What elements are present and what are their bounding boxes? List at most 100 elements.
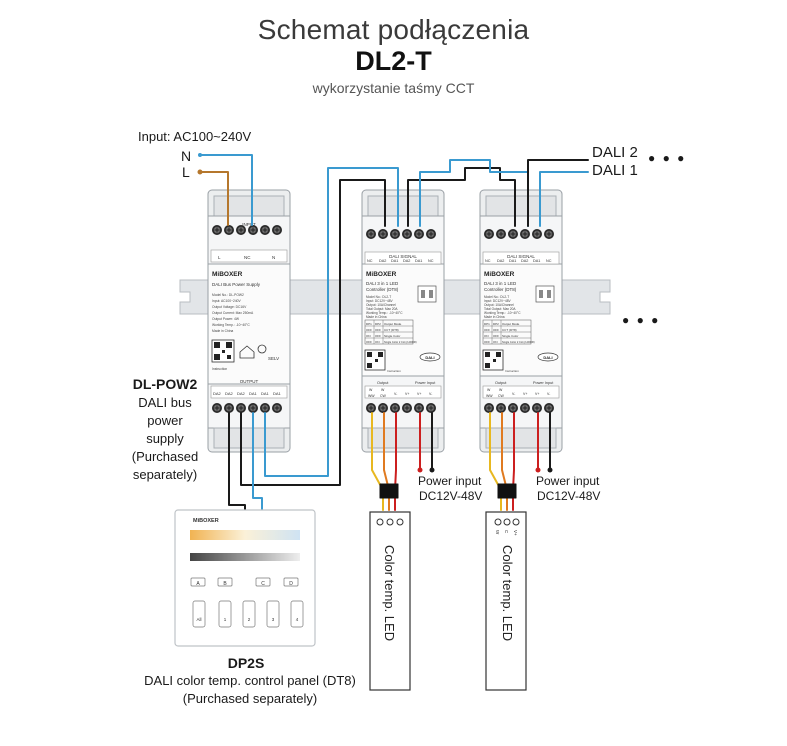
ctrl2-brand: MiBOXER [484,271,515,278]
psu-brand: MiBOXER [212,271,243,278]
dali1-label: DALI 1 [592,162,638,179]
mains-n-label: N [181,148,192,164]
psu-spec: Made in China [212,329,233,333]
panel-zone: B [223,581,227,587]
ctrl2-spec: Output: 10A/Channel [484,303,514,307]
ctrl1-power-term: V+ [405,392,409,396]
ctrl2-dip-cell: ON [493,340,498,344]
psu-desc-line: DALI bus [138,395,192,410]
panel-channel: 3 [272,617,275,622]
ctrl2-output-term: WW [486,394,493,398]
ctrl1-dip-cell: DP2 [375,322,381,326]
psu-desc-line: separately) [132,467,198,482]
ctrl1-signal-term: DA1 [415,259,422,263]
ctrl1-dip-cell: Single Color [384,334,400,338]
ctrl2-power-term: V+ [523,392,527,396]
psu-spec: Output Current: Max 250mA [212,311,254,315]
panel-blue-wire [252,412,263,516]
led-strip-2 [485,511,527,691]
ctrl2-power-term: V- [547,392,551,396]
ctrl1-dip-cell: OFF [375,328,381,332]
ctrl1-power-header: Power Input [415,381,436,385]
ctrl2-dip-cell: CCT (DT8) [502,328,517,332]
power-input-label-1: Power input [418,474,482,488]
panel-zone: D [289,581,293,587]
led-pin-label: V+ [513,530,518,536]
dali2-line-wire [527,159,589,227]
more-controllers-dots: ● ● ● [622,313,661,327]
psu-output-term: DA2 [237,391,246,396]
page-title: Schemat podłączenia [257,14,530,45]
panel-desc-line: DALI color temp. control panel (DT8) [144,673,356,688]
dali-bus-blue-wire [264,167,399,477]
page-subtitle: wykorzystanie taśmy CCT [312,80,475,96]
ctrl1-title: DALI 3 in 1 LED [366,281,399,286]
ctrl1-spec: Output: 10A/Channel [366,303,396,307]
led-strip-2-label: Color temp. LED [500,545,515,641]
ctrl2-spec: Total Output: Max 20A [484,307,516,311]
ctrl1-instruction: Instruction [387,369,401,373]
psu-selv: SELV [268,356,279,361]
panel-desc: DALI color temp. control panel (DT8) (Pu… [120,672,380,708]
ctrl1-dip-cell: ON [366,334,371,338]
ctrl2-dip-cell: Single Color [502,334,518,338]
ctrl2-title: Controller (DT8) [484,287,517,292]
ctrl2-dip-cell: OFF [493,334,499,338]
chain-blue-wire [419,159,529,227]
ctrl1-spec: Working Temp.: -10~40°C [366,311,403,315]
ctrl2-dip-cell: Output Mode [502,322,520,326]
psu-spec: Input: AC100~240V [212,299,241,303]
ctrl2-dip-cell: OFF [484,328,490,332]
ctrl1-spec: Model No.: DL2-T [366,295,391,299]
psu-spec: Output Power: 4W [212,317,240,321]
ctrl1-dip-cell: CCT (DT8) [384,328,399,332]
ctrl1-dip-cell: DP1 [366,322,372,326]
ctrl2-spec: Input: DC12V~48V [484,299,512,303]
ctrl2-dali-logo: DALI [543,355,552,360]
psu-spec: Working Temp.: -10~40°C [212,323,250,327]
panel-desc-line: (Purchased separately) [182,691,318,706]
psu-spec: Output Voltage: DC16V [212,305,247,309]
psu-output-header: OUTPUT [240,379,259,384]
panel-channel: 4 [296,617,299,622]
mains-n-wire [199,154,253,226]
ctrl2-signal-header: DALI SIGNAL [507,254,535,259]
led-pin-label: C [504,530,509,534]
psu-input-term: N [272,255,275,260]
psu-output-term: DA1 [261,391,270,396]
ctrl1-power-term: V- [394,392,398,396]
ctrl1-power-term: V+ [417,392,421,396]
ctrl1-output-term: WW [368,394,375,398]
ctrl1-signal-term: NC [428,259,434,263]
ctrl2-spec: Working Temp.: -10~40°C [484,311,521,315]
ctrl2-signal-term: DA2 [521,259,528,263]
power-supply-device [207,189,291,453]
ctrl1-signal-term: DA2 [379,259,386,263]
ctrl2-dip-cell: OFF [484,340,490,344]
ctrl1-spec: Total Output: Max 20A [366,307,398,311]
ctrl2-power-term: V+ [535,392,539,396]
ctrl1-spec: Input: DC12V~48V [366,299,394,303]
ctrl1-dali-logo: DALI [425,355,434,360]
ctrl1-output-term: W [369,388,373,392]
ctrl2-signal-term: NC [485,259,491,263]
mains-l-wire [199,171,229,226]
ctrl2-output-term: W [499,388,503,392]
ctrl2-dip-cell: OFF [493,328,499,332]
ctrl1-signal-term: DA1 [391,259,398,263]
ctrl1-signal-header: DALI SIGNAL [389,254,417,259]
psu-title: DALI Bus Power Supply [212,282,261,287]
panel-brand: MiBOXER [193,518,219,524]
psu-desc-line: power [147,413,183,428]
wires [197,153,589,516]
psu-output-term: DA1 [273,391,282,396]
ctrl2-title: DALI 3 in 1 LED [484,281,517,286]
ctrl1-spec: Made in China [366,315,387,319]
ctrl2-signal-term: DA1 [533,259,540,263]
ctrl2-spec: Made in China [484,315,505,319]
dali-bus-black-wire [240,179,386,486]
ctrl1-output-term: W [381,388,385,392]
psu-desc: DALI bus power supply (Purchased separat… [112,394,218,484]
ctrl1-brand: MiBOXER [366,271,397,278]
